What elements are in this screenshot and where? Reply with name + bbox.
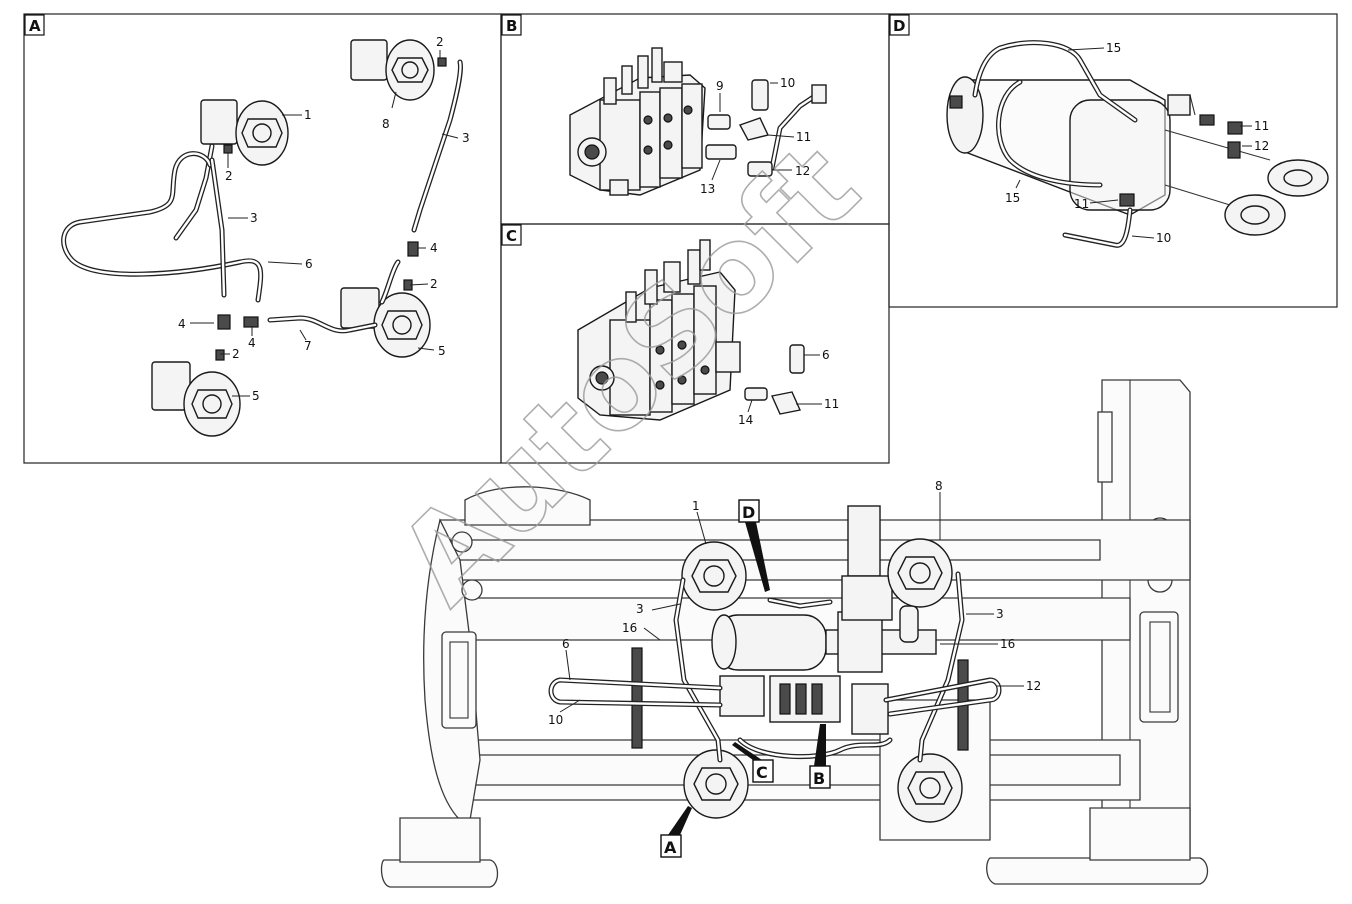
callout-b-12: 12: [795, 164, 810, 178]
panel-d-drawing: 15 15 11 11 12 10: [946, 40, 1329, 248]
view-marker-b-letter: B: [813, 769, 825, 788]
callout-main-6: 6: [562, 637, 570, 651]
callout-a-1: 1: [304, 108, 312, 122]
callout-main-1: 1: [692, 499, 700, 513]
callout-a-4-left: 4: [178, 317, 186, 331]
panel-a-drawing: 1 2 2 3 3 4 4 4 2 2 5 5 6 7 8: [61, 35, 470, 437]
view-marker-d-letter: D: [742, 503, 755, 522]
callout-a-5-right: 5: [438, 344, 446, 358]
motor-5-left: [151, 361, 241, 437]
callout-a-3-right: 3: [462, 131, 470, 145]
callout-a-2-top: 2: [436, 35, 444, 49]
panel-label-d: D: [889, 14, 910, 36]
callout-main-3-left: 3: [636, 602, 644, 616]
callout-a-3-left: 3: [250, 211, 258, 225]
callout-main-12: 12: [1026, 679, 1041, 693]
motor-5-right: [340, 287, 431, 358]
panel-label-c: C: [501, 224, 522, 246]
callout-b-13: 13: [700, 182, 715, 196]
view-marker-b: B: [809, 724, 831, 789]
callout-b-9: 9: [716, 79, 724, 93]
callout-d-11-right: 11: [1254, 119, 1269, 133]
panel-c-drawing: 6 11 14: [577, 239, 839, 427]
callout-b-11: 11: [796, 130, 811, 144]
panel-label-a: A: [24, 14, 45, 36]
callout-d-10: 10: [1156, 231, 1171, 245]
callout-c-14: 14: [738, 413, 753, 427]
valve-block-b: [569, 47, 706, 196]
callout-a-4-right: 4: [430, 241, 438, 255]
panel-letter-d: D: [893, 17, 905, 35]
panel-frames: [23, 13, 1338, 464]
callout-b-10: 10: [780, 76, 795, 90]
callout-main-3-right: 3: [996, 607, 1004, 621]
callout-d-12: 12: [1254, 139, 1269, 153]
main-assembly: 1 8 3 3 16 16 6 10 12 D C B A: [380, 379, 1209, 888]
callout-c-11: 11: [824, 397, 839, 411]
callout-a-2-low: 2: [232, 347, 240, 361]
panel-letter-b: B: [506, 17, 517, 35]
main-motor-a-right: [897, 753, 963, 823]
callout-main-10: 10: [548, 713, 563, 727]
callout-d-11-bottom: 11: [1074, 197, 1089, 211]
panel-letter-c: C: [506, 227, 517, 245]
callout-main-16-right: 16: [1000, 637, 1015, 651]
callout-a-4-mid: 4: [248, 336, 256, 350]
main-motor-a-left: [683, 749, 749, 819]
view-marker-c: C: [732, 742, 774, 783]
callout-d-15-bottom: 15: [1005, 191, 1020, 205]
view-marker-c-letter: C: [756, 763, 768, 782]
main-motor-8: [887, 538, 953, 608]
valve-block-c: [577, 239, 741, 421]
main-motor-1: [681, 541, 747, 611]
view-marker-a: A: [660, 806, 692, 858]
callout-d-15-top: 15: [1106, 41, 1121, 55]
callout-a-6: 6: [305, 257, 313, 271]
callout-a-8: 8: [382, 117, 390, 131]
callout-a-7: 7: [304, 339, 312, 353]
motor-1: [200, 99, 289, 166]
callout-a-2-mid: 2: [225, 169, 233, 183]
view-marker-a-letter: A: [664, 838, 677, 857]
panel-letter-a: A: [29, 17, 41, 35]
view-marker-d: D: [738, 499, 770, 592]
panel-label-b: B: [501, 14, 522, 36]
callout-main-8: 8: [935, 479, 943, 493]
callout-a-2-right: 2: [430, 277, 438, 291]
callout-a-5-left: 5: [252, 389, 260, 403]
motor-8: [350, 39, 435, 101]
panel-b-drawing: 9 10 11 12 13: [569, 47, 827, 196]
callout-main-16-left: 16: [622, 621, 637, 635]
callout-c-6: 6: [822, 348, 830, 362]
